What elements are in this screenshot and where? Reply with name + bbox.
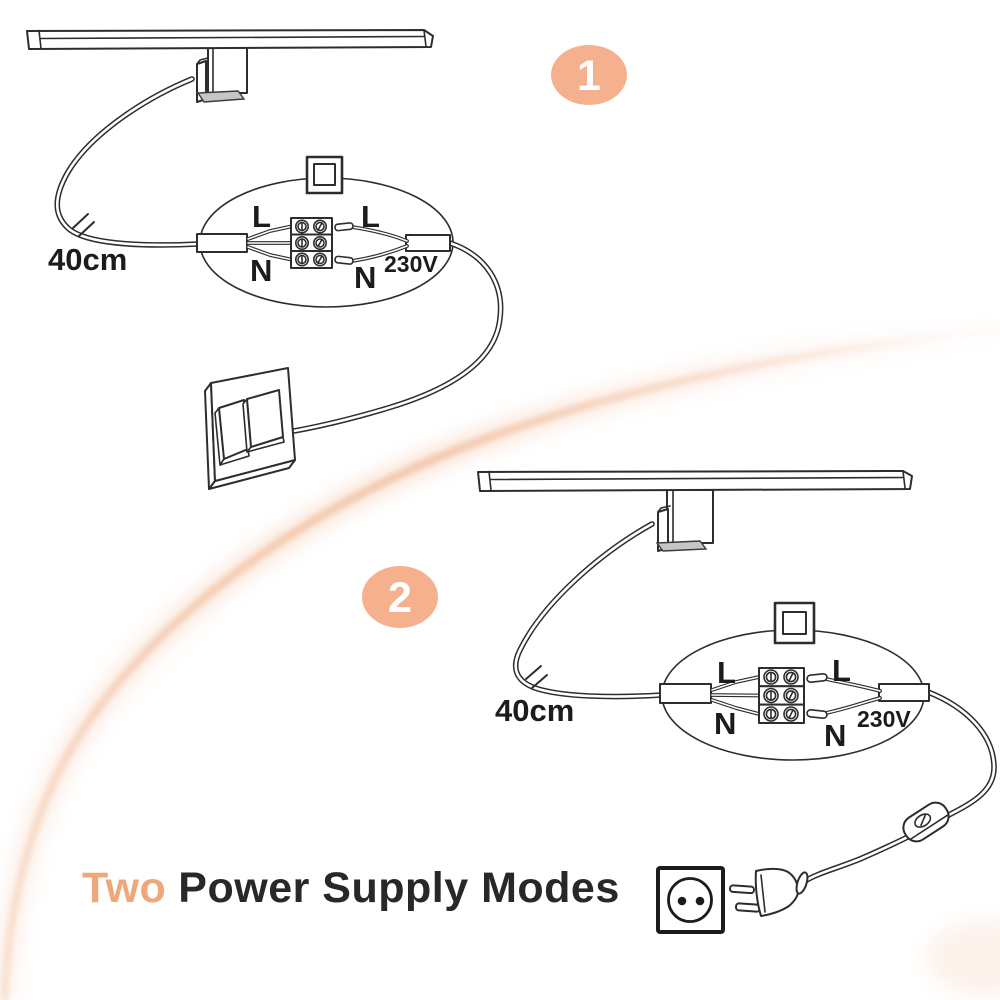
wires-right-1: [334, 222, 409, 265]
terminal-block-2: [758, 667, 805, 724]
label-neutral-left-1: N: [250, 253, 272, 288]
plug-icon: [728, 867, 809, 917]
socket-icon: [656, 866, 725, 934]
label-voltage-2: 230V: [857, 706, 911, 732]
cable-sleeve-left-2: [659, 683, 712, 704]
label-live-left-2: L: [717, 655, 736, 690]
junction-oval-2: L N L N 230V: [659, 601, 997, 884]
label-neutral-right-1: N: [354, 260, 376, 295]
label-neutral-right-2: N: [824, 718, 846, 753]
light-bar-2: [477, 470, 913, 492]
step-badge-2: 2: [362, 566, 438, 628]
terminal-block-1: [290, 217, 333, 269]
cable-lamp-to-junction-2: [512, 521, 665, 700]
wires-right-2: [806, 673, 882, 719]
label-live-right-1: L: [361, 199, 380, 234]
cable-break-mark-2: [525, 665, 548, 689]
plug-grommet: [795, 871, 809, 895]
step-badge-1-number: 1: [577, 52, 601, 100]
plug-pin-top: [728, 884, 755, 895]
step-badge-1: 1: [551, 45, 627, 105]
caption-rest: Power Supply Modes: [178, 864, 620, 912]
wires-left-2: [710, 675, 761, 716]
cable-junction-to-switch: [291, 240, 504, 434]
decorative-swoosh: [0, 319, 1000, 1000]
cable-break-mark-1: [72, 213, 95, 237]
cord-switch: [902, 801, 950, 843]
mounting-bracket-1: [196, 45, 248, 103]
wall-switch: [204, 367, 296, 490]
light-bar-1: [26, 29, 434, 50]
plug-pin-bottom: [734, 902, 761, 913]
label-cable-length-1: 40cm: [48, 242, 127, 277]
rocker-right: [242, 389, 285, 453]
label-cable-length-2: 40cm: [495, 693, 574, 728]
swoosh-corner-glow: [925, 920, 1000, 996]
label-live-right-2: L: [832, 653, 851, 688]
mounting-bracket-2: [655, 489, 714, 552]
wall-box-icon-1: [305, 155, 344, 195]
mode1-diagram: L N L N 230V 40cm: [26, 29, 504, 490]
wall-box-icon-2: [773, 601, 816, 645]
cable-sleeve-right-1: [405, 234, 451, 252]
label-voltage-1: 230V: [384, 251, 438, 277]
cable-sleeve-right-2: [878, 683, 930, 702]
cable-sleeve-left-1: [196, 233, 248, 253]
caption-highlight: Two: [82, 864, 167, 912]
junction-oval-1: L N L N 230V: [196, 155, 504, 434]
mode2-diagram: L N L N 230V 40cm: [477, 470, 997, 934]
wires-left-1: [246, 224, 293, 262]
bracket-foot-2: [655, 540, 708, 552]
step-badge-2-number: 2: [388, 574, 412, 622]
label-live-left-1: L: [252, 199, 271, 234]
cable-lamp-to-junction-1: [54, 76, 202, 248]
bracket-foot-1: [196, 90, 246, 103]
label-neutral-left-2: N: [714, 706, 736, 741]
